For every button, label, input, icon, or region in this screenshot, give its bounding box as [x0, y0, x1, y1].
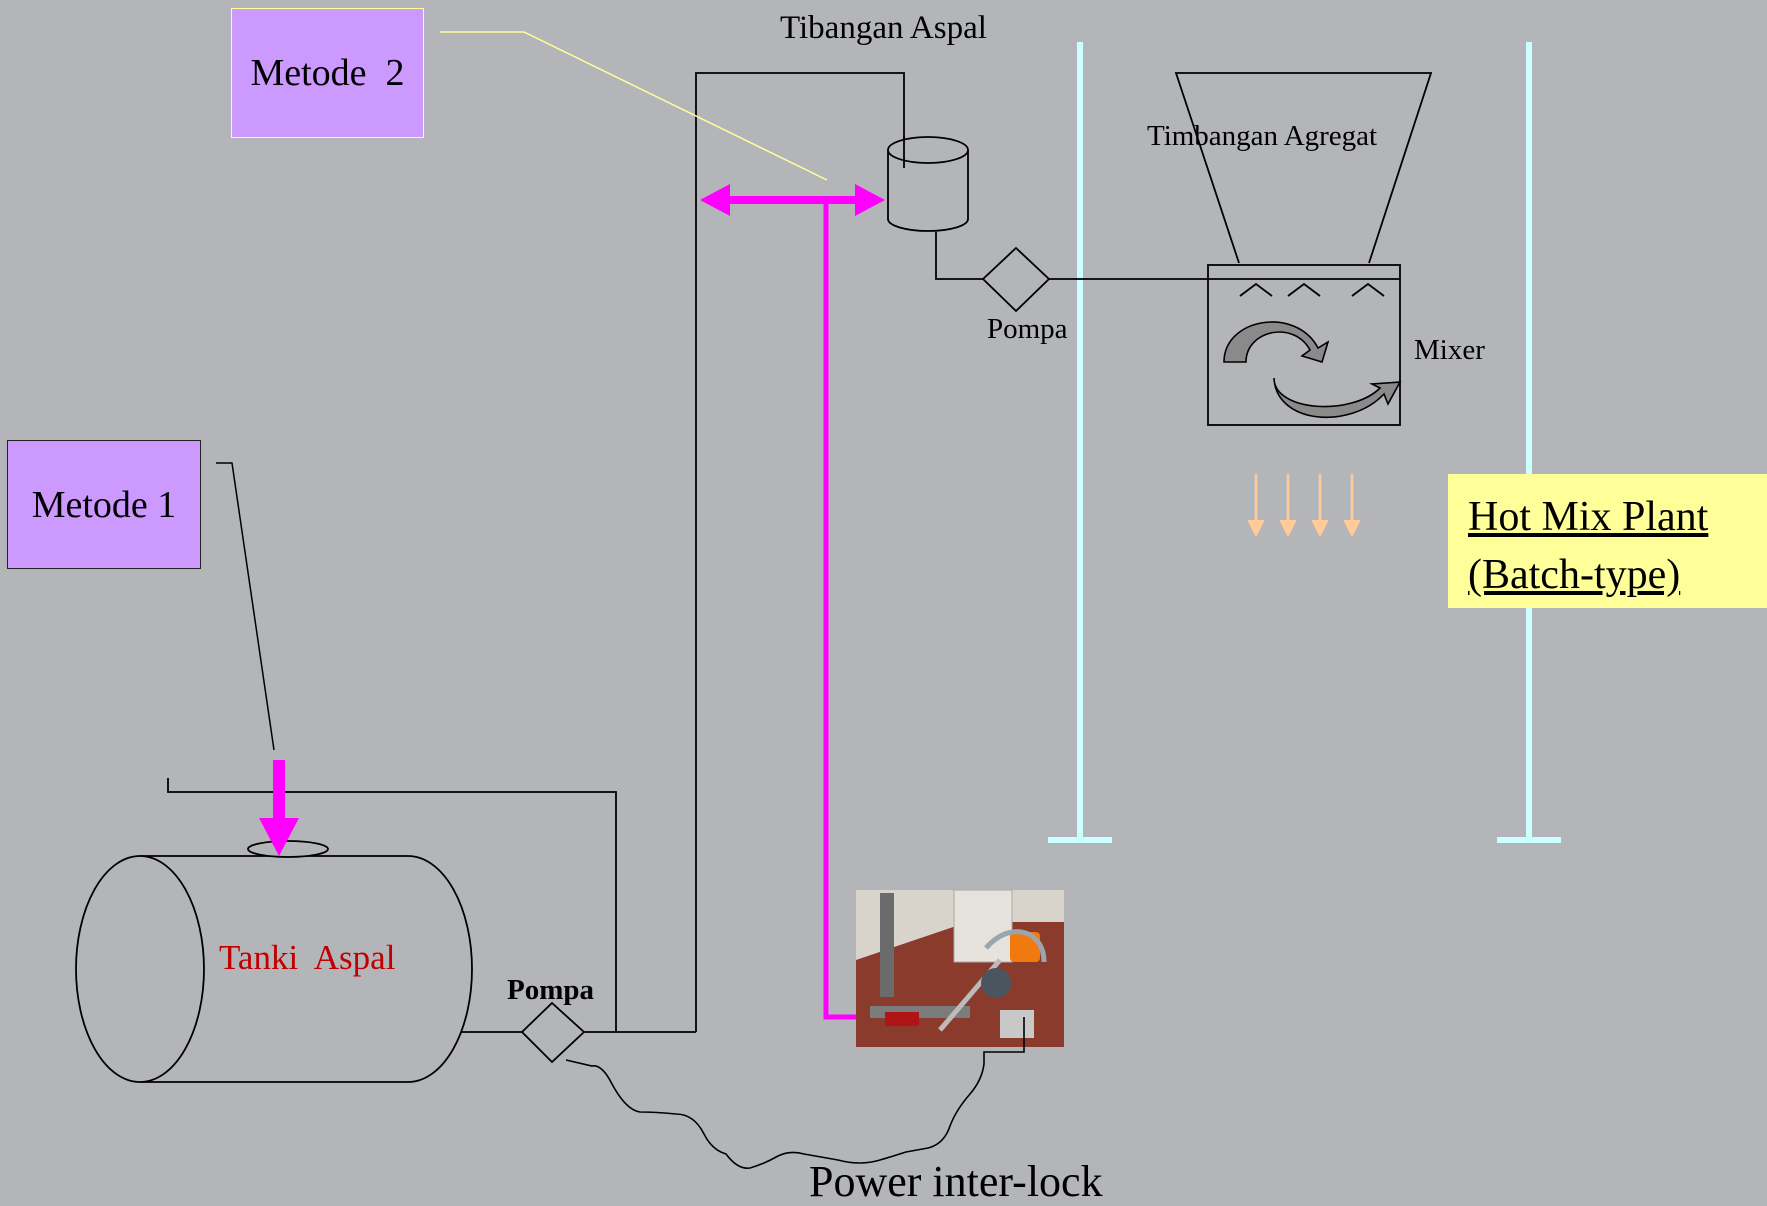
hot-mix-plant-line-1: Hot Mix Plant	[1468, 488, 1747, 546]
power-interlock-label: Power inter-lock	[809, 1160, 1103, 1204]
mixer-label: Mixer	[1414, 336, 1485, 365]
pompa-top-label: Pompa	[987, 315, 1068, 344]
injection-arrow-metode-2	[700, 184, 885, 216]
spray-nozzles	[1240, 284, 1384, 296]
aggregate-weigh-hopper	[1176, 73, 1431, 263]
plant-column-left	[1048, 42, 1112, 840]
pump-top-symbol	[983, 248, 1049, 311]
hot-mix-plant-line-2: (Batch-type)	[1468, 546, 1747, 604]
pompa-bottom-label: Pompa	[507, 976, 594, 1005]
pump-bottom-symbol	[522, 1003, 584, 1062]
timbangan-agregat-label: Timbangan Agregat	[1147, 122, 1377, 151]
hot-mix-plant-box: Hot Mix Plant (Batch-type)	[1448, 474, 1767, 608]
metode-1-box: Metode 1	[7, 440, 201, 569]
metode-2-label: Metode 2	[250, 51, 404, 95]
tanki-aspal-label: Tanki Aspal	[219, 940, 395, 975]
asphalt-weigh-hopper	[888, 136, 968, 231]
mixer-output-arrows	[1256, 474, 1352, 534]
metode-2-callout-line	[440, 32, 827, 180]
plant-column-right	[1497, 42, 1561, 840]
metode-1-callout-line	[216, 463, 274, 750]
metode-2-box: Metode 2	[231, 8, 424, 138]
dosing-pump-photo	[856, 890, 1064, 1047]
tibangan-aspal-label: Tibangan Aspal	[780, 12, 987, 45]
metode-1-label: Metode 1	[32, 483, 177, 527]
mixing-arrows-icon	[1224, 322, 1400, 417]
